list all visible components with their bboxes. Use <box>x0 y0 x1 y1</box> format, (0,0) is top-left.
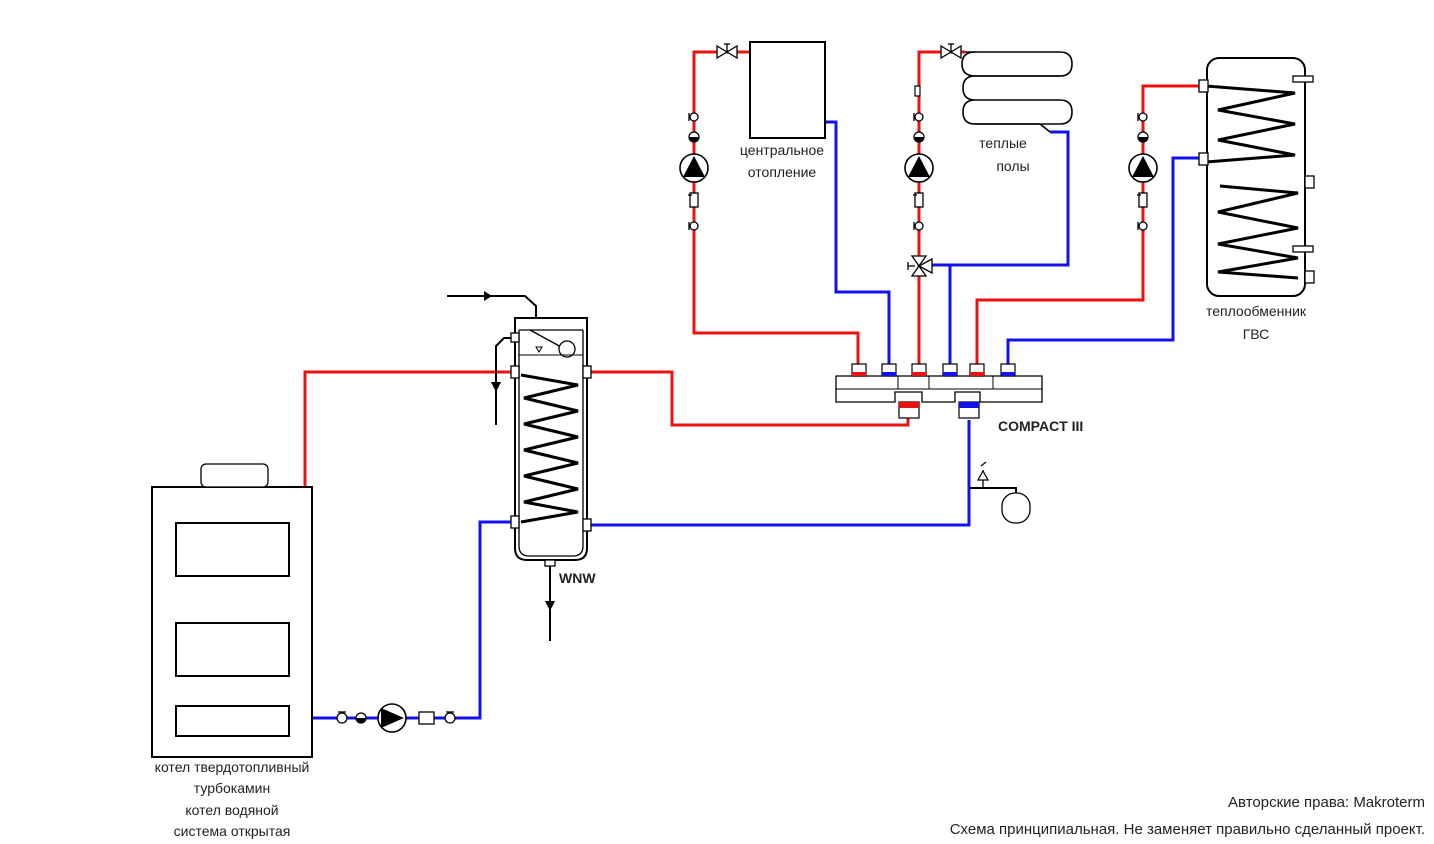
boiler-supply-pipe <box>303 370 515 487</box>
mixing-valve-icon <box>907 255 933 277</box>
float-ball <box>558 340 576 358</box>
dhw-label-line-1: теплообменник <box>1206 303 1307 319</box>
central-heating-supply-pipe <box>692 50 860 368</box>
central-heating-pump-icon <box>679 153 709 183</box>
check-valve-icon <box>912 192 924 208</box>
boiler-door-top <box>175 522 290 577</box>
boiler-return-pipe <box>312 520 515 720</box>
compact-iii-manifold <box>835 363 1043 419</box>
expansion-group <box>969 461 1031 524</box>
boiler-door-bottom <box>175 705 290 737</box>
floor-heating-pump-icon <box>904 153 934 183</box>
dhw-lower-coil <box>1217 184 1299 280</box>
ball-valve-icon <box>688 112 699 122</box>
wnw-to-compact-supply-pipe <box>587 370 910 427</box>
ball-valve-icon <box>1137 221 1148 231</box>
compact-label: COMPACT III <box>998 418 1083 434</box>
ball-valve-icon <box>913 112 924 122</box>
expansion-vessel-icon <box>1001 492 1031 524</box>
floor-heating-loop <box>940 43 1073 133</box>
filter-icon <box>355 712 367 724</box>
central-heating-label-line-1: центральное <box>740 142 824 158</box>
floor-coil <box>962 51 1073 125</box>
floor-heating-supply-pipe <box>917 50 965 368</box>
floor-heating-label-line-2: полы <box>996 158 1029 174</box>
boiler-label-line-1: котел твердотопливный <box>155 759 310 775</box>
dhw-return-pipe <box>1006 156 1200 368</box>
check-valve-icon <box>418 711 435 725</box>
radiator-body <box>749 41 826 139</box>
boiler-return-fittings <box>336 703 456 733</box>
check-valve-icon <box>687 192 699 208</box>
thermostatic-valve-icon <box>716 43 738 59</box>
wnw-tank <box>447 291 592 641</box>
compact-to-wnw-return-pipe <box>587 420 971 527</box>
wnw-tank-body <box>514 317 588 561</box>
floor-heating-pump-group <box>904 85 934 277</box>
boiler-door-middle <box>175 622 290 677</box>
ball-valve-icon <box>336 711 348 724</box>
filter-icon <box>913 131 925 143</box>
central-heating-label-line-2: отопление <box>748 164 817 180</box>
boiler <box>151 463 313 758</box>
floor-heating-label-line-1: теплые <box>979 135 1027 151</box>
copyright-note: Авторские права: Makroterm <box>1228 794 1425 811</box>
ball-valve-icon <box>444 711 456 724</box>
boiler-pump-icon <box>377 703 407 733</box>
central-heating-radiator <box>716 41 826 139</box>
boiler-label-line-3: котел водяной <box>185 802 278 818</box>
floor-heating-return-pipe <box>948 130 1070 368</box>
boiler-label-line-4: система открытая <box>174 823 291 839</box>
wnw-heating-coil <box>520 373 579 524</box>
dhw-pump-icon <box>1128 153 1158 183</box>
check-valve-icon <box>1136 192 1148 208</box>
labels: котел твердотопливный турбокамин котел в… <box>155 135 1425 839</box>
thermostatic-valve-icon <box>940 43 962 59</box>
disclaimer-note: Схема принципиальная. Не заменяет правил… <box>950 821 1425 838</box>
filter-icon <box>1137 131 1149 143</box>
boiler-flue-cap <box>200 463 269 488</box>
boiler-label-line-2: турбокамин <box>194 780 270 796</box>
ball-valve-icon <box>913 221 924 231</box>
central-heating-return-pipe <box>825 120 891 368</box>
filter-icon <box>688 131 700 143</box>
thermometer-icon <box>914 85 921 97</box>
dhw-upper-coil <box>1205 84 1296 164</box>
dhw-exchanger <box>1198 57 1315 297</box>
ball-valve-icon <box>688 221 699 231</box>
dhw-label-line-2: ГВС <box>1243 326 1270 342</box>
safety-valve-icon <box>976 469 990 481</box>
ball-valve-icon <box>1137 112 1148 122</box>
dhw-supply-pipe <box>975 84 1200 368</box>
wnw-label: WNW <box>559 570 596 586</box>
